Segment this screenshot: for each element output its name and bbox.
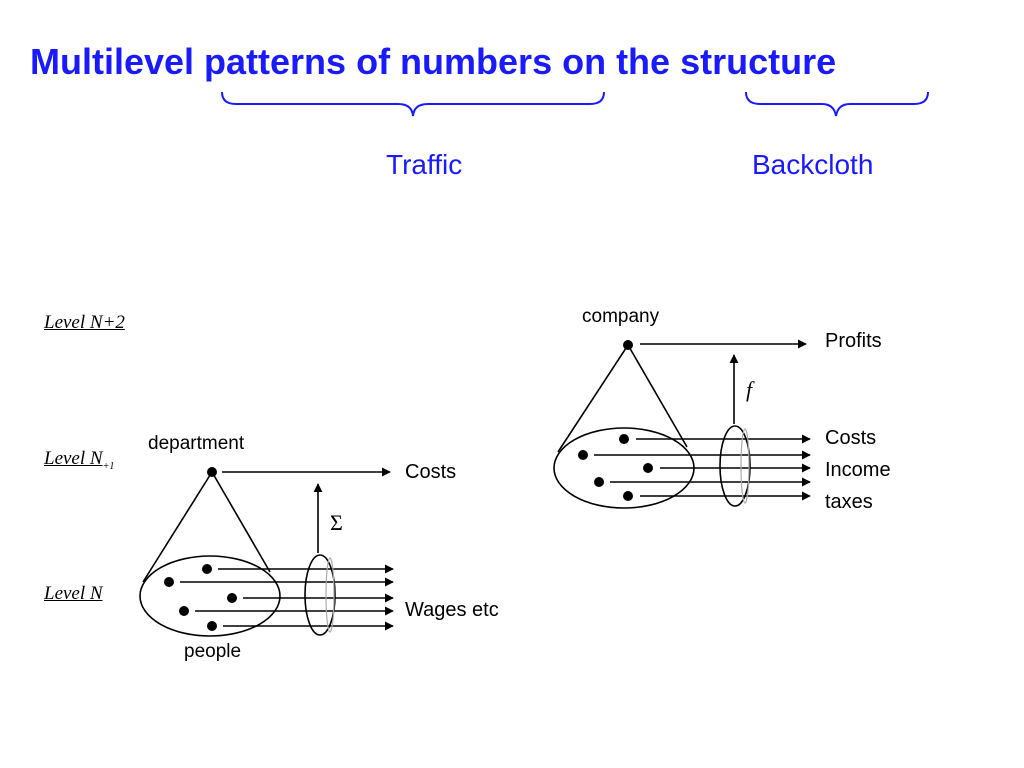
function-lens-shade: [740, 428, 750, 504]
level-n-label: Level N: [44, 583, 103, 604]
person-dot: [202, 564, 212, 574]
department-node: [207, 467, 217, 477]
department-costs-label: Costs: [405, 461, 457, 483]
slide-title: Multilevel patterns of numbers on the st…: [30, 41, 837, 82]
function-lens-ellipse: [719, 425, 751, 507]
sum-lens-shade: [325, 557, 335, 633]
level-n-plus-1-text: Level N: [44, 448, 103, 469]
level-n-plus-1-label: Level N+1: [44, 449, 114, 472]
department-dot: [578, 450, 588, 460]
backcloth-brace: [745, 91, 929, 117]
person-dot: [207, 621, 217, 631]
profits-label: Profits: [825, 330, 882, 352]
department-label: department: [148, 433, 245, 454]
traffic-label: Traffic: [386, 149, 463, 180]
department-dot: [594, 477, 604, 487]
department-cone-left-edge: [142, 471, 213, 583]
function-symbol: f: [746, 377, 753, 402]
company-label: company: [582, 306, 660, 327]
company-cone-left-edge: [557, 344, 629, 453]
department-dot: [643, 463, 653, 473]
department-cone-right-edge: [211, 471, 271, 573]
sum-lens-ellipse: [304, 554, 336, 636]
company-cone-right-edge: [627, 344, 688, 448]
person-dot: [164, 577, 174, 587]
company-costs-label: Costs: [825, 427, 877, 449]
department-dot: [619, 434, 629, 444]
people-label: people: [184, 641, 242, 662]
traffic-brace: [221, 91, 605, 117]
sum-symbol: Σ: [330, 510, 343, 535]
level-n-plus-2-label: Level N+2: [44, 312, 125, 333]
person-dot: [227, 593, 237, 603]
backcloth-label: Backcloth: [752, 149, 874, 180]
level-n-plus-1-mark: +1: [102, 460, 115, 472]
wages-label: Wages etc: [405, 599, 499, 621]
company-node: [623, 340, 633, 350]
person-dot: [179, 606, 189, 616]
department-dot: [623, 491, 633, 501]
income-label: Income: [825, 459, 891, 481]
taxes-label: taxes: [825, 491, 873, 513]
people-set-ellipse: [139, 555, 281, 637]
